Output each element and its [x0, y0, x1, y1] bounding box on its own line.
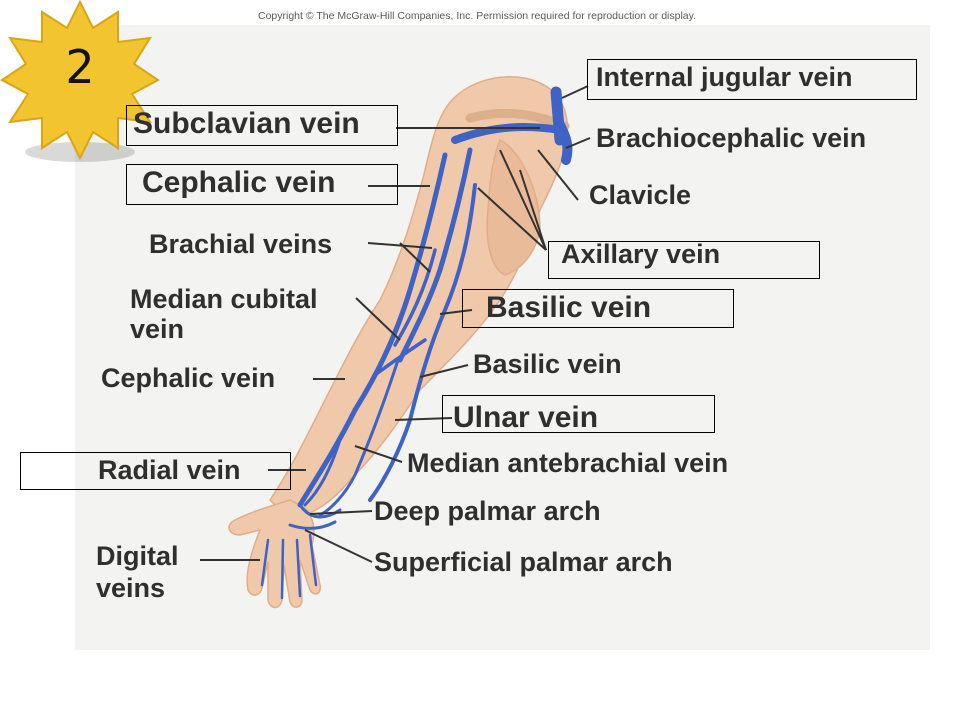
star-burst-icon: [0, 0, 160, 162]
answer-box-radial-vein[interactable]: [20, 452, 291, 490]
label-basilic-vein-lower: Basilic vein: [473, 349, 622, 379]
label-axillary-vein: Axillary vein: [561, 239, 721, 269]
answer-box-basilic-vein[interactable]: [462, 289, 734, 328]
copyright-notice: Copyright © The McGraw-Hill Companies, I…: [258, 10, 697, 22]
slide-number: 2: [65, 40, 95, 94]
label-brachial-veins: Brachial veins: [149, 229, 333, 259]
label-basilic-vein-upper: Basilic vein: [486, 291, 652, 324]
label-subclavian-vein: Subclavian vein: [133, 107, 360, 140]
label-superficial-palmar-arch: Superficial palmar arch: [374, 547, 673, 577]
label-ulnar-vein: Ulnar vein: [453, 401, 599, 434]
label-digital-veins-line2: veins: [96, 573, 166, 603]
answer-box-ulnar-vein[interactable]: [442, 395, 715, 433]
label-cephalic-vein-lower: Cephalic vein: [101, 363, 276, 393]
label-digital-veins-line1: Digital: [96, 541, 179, 571]
label-median-cubital-vein-line1: Median cubital: [130, 284, 318, 314]
label-median-cubital-vein-line2: vein: [130, 314, 185, 344]
label-cephalic-vein-upper: Cephalic vein: [142, 166, 336, 199]
label-radial-vein: Radial vein: [98, 455, 241, 485]
label-median-antebrachial-vein: Median antebrachial vein: [407, 448, 729, 478]
answer-box-cephalic-vein[interactable]: [126, 164, 398, 205]
label-deep-palmar-arch: Deep palmar arch: [374, 496, 601, 526]
answer-box-axillary-vein[interactable]: [548, 241, 820, 279]
answer-box-subclavian-vein[interactable]: [126, 105, 398, 146]
slide-number-badge: 2: [0, 0, 160, 170]
label-brachiocephalic-vein: Brachiocephalic vein: [596, 123, 867, 153]
answer-box-internal-jugular-vein[interactable]: [587, 59, 917, 100]
label-clavicle: Clavicle: [589, 180, 692, 210]
label-internal-jugular-vein: Internal jugular vein: [596, 62, 853, 92]
